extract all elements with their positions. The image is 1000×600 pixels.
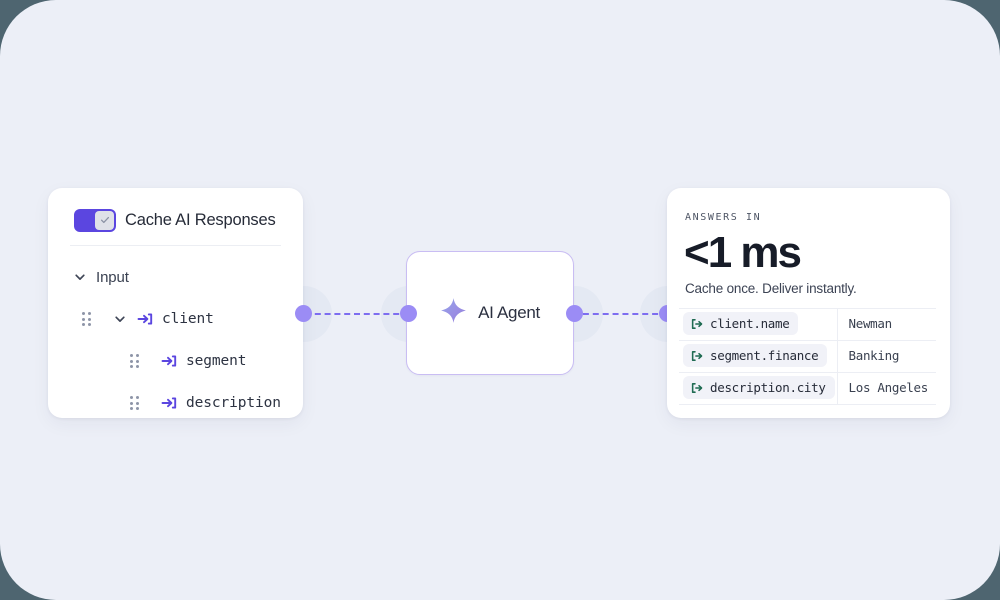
port-agent-output[interactable] bbox=[566, 305, 583, 322]
result-value: Los Angeles bbox=[848, 380, 929, 396]
tree-item-segment[interactable]: segment bbox=[48, 340, 303, 382]
export-arrow-icon bbox=[691, 318, 703, 329]
result-value: Banking bbox=[848, 348, 900, 364]
input-arrow-icon bbox=[160, 352, 178, 370]
ai-agent-node[interactable]: AI Agent bbox=[406, 251, 574, 375]
output-field-chip[interactable]: segment.finance bbox=[683, 344, 828, 368]
tree-item-client[interactable]: client bbox=[48, 298, 303, 340]
card-header: Cache AI Responses bbox=[48, 188, 303, 236]
result-table: client.name Newman bbox=[679, 308, 936, 405]
export-arrow-icon bbox=[691, 350, 703, 361]
output-field-chip[interactable]: client.name bbox=[683, 312, 799, 336]
latency-headline: <1 ms bbox=[684, 228, 802, 277]
result-key-cell: client.name bbox=[679, 308, 838, 341]
input-arrow-icon bbox=[160, 394, 178, 412]
result-value-cell: Los Angeles bbox=[837, 372, 936, 404]
card-title: Cache AI Responses bbox=[125, 210, 276, 229]
tree-item-label: description bbox=[186, 395, 281, 411]
ai-agent-label: AI Agent bbox=[478, 303, 540, 322]
cache-ai-responses-toggle[interactable] bbox=[74, 208, 116, 232]
tree-group-input[interactable]: Input bbox=[48, 256, 303, 298]
table-row[interactable]: description.city Los Angeles bbox=[679, 372, 936, 405]
output-field-chip[interactable]: description.city bbox=[683, 376, 835, 400]
tree-group-label: Input bbox=[96, 268, 129, 286]
result-key-cell: description.city bbox=[679, 372, 838, 405]
result-key-cell: segment.finance bbox=[679, 340, 838, 373]
tree-item-label: client bbox=[162, 311, 214, 327]
wire-left-to-agent bbox=[305, 313, 409, 315]
toggle-knob bbox=[95, 210, 114, 230]
port-agent-input[interactable] bbox=[400, 305, 417, 322]
cache-settings-card[interactable]: Cache AI Responses Input bbox=[48, 188, 303, 418]
tree-item-label: segment bbox=[186, 353, 247, 369]
result-key: description.city bbox=[710, 380, 826, 396]
result-value-cell: Banking bbox=[837, 340, 936, 372]
answers-in-label: ANSWERS IN bbox=[685, 212, 762, 223]
input-tree[interactable]: Input bbox=[48, 246, 303, 418]
result-value-cell: Newman bbox=[837, 308, 936, 340]
table-row[interactable]: segment.finance Banking bbox=[679, 340, 936, 373]
sparkle-icon bbox=[440, 297, 467, 329]
chevron-down-icon[interactable] bbox=[112, 311, 128, 327]
table-row[interactable]: client.name Newman bbox=[679, 308, 936, 341]
drag-handle-icon[interactable] bbox=[82, 312, 92, 326]
wire-agent-to-right bbox=[573, 313, 668, 315]
cache-result-card[interactable]: ANSWERS IN <1 ms Cache once. Deliver ins… bbox=[667, 188, 950, 418]
port-left-output[interactable] bbox=[295, 305, 312, 322]
result-key: client.name bbox=[710, 316, 790, 332]
export-arrow-icon bbox=[691, 382, 703, 393]
drag-handle-icon[interactable] bbox=[130, 396, 140, 410]
header-divider bbox=[70, 245, 281, 246]
result-value: Newman bbox=[848, 316, 893, 332]
tree-item-description[interactable]: description bbox=[48, 382, 303, 418]
result-key: segment.finance bbox=[710, 348, 819, 364]
input-arrow-icon bbox=[136, 310, 154, 328]
drag-handle-icon[interactable] bbox=[130, 354, 140, 368]
check-icon bbox=[100, 216, 109, 224]
chevron-down-icon[interactable] bbox=[72, 269, 88, 285]
latency-subtitle: Cache once. Deliver instantly. bbox=[685, 280, 857, 296]
